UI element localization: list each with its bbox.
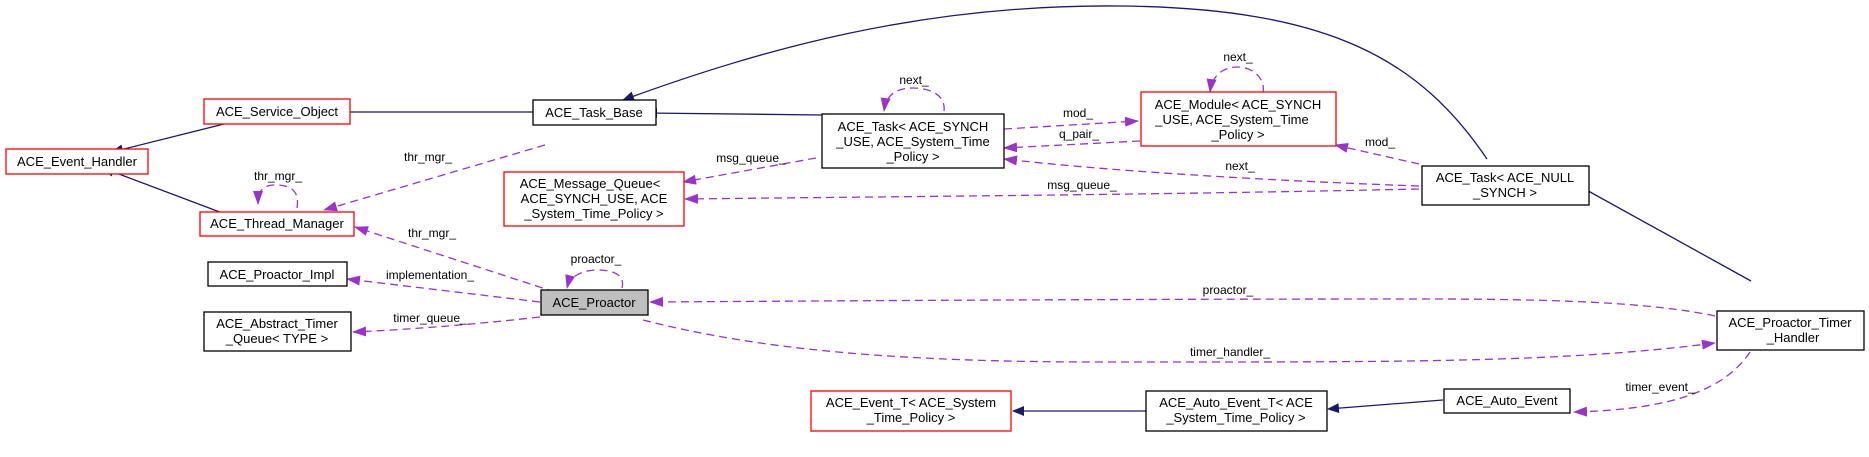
edge-proactor-to-proactor-timer-handler — [642, 319, 1716, 363]
node-ace-task-synch[interactable]: ACE_Task< ACE_SYNCH _USE, ACE_System_Tim… — [821, 113, 1005, 169]
edge-auto-event-to-auto-event-t — [1327, 399, 1444, 414]
label-msg-queue-task-synch: msg_queue_ — [716, 151, 786, 165]
label-thr-mgr-task-base: thr_mgr_ — [404, 150, 452, 164]
node-ace-task-synch-label-3: _Policy > — [885, 149, 939, 164]
node-ace-message-queue-label-1: ACE_Message_Queue< — [520, 176, 661, 191]
node-ace-auto-event-t-label-1: ACE_Auto_Event_T< ACE — [1159, 395, 1313, 410]
node-ace-task-null[interactable]: ACE_Task< ACE_NULL _SYNCH > — [1421, 165, 1590, 206]
node-ace-event-t-label-2: _Time_Policy > — [866, 410, 956, 425]
label-timer-queue: timer_queue_ — [393, 311, 467, 325]
edge-service-object-to-event-handler — [111, 121, 233, 155]
edge-labels: thr_mgr_ thr_mgr_ thr_mgr_ implementatio… — [254, 50, 1695, 394]
edge-task-null-to-task-base — [622, 5, 1488, 160]
node-ace-module-label-2: _USE, ACE_System_Time — [1154, 112, 1308, 127]
inheritance-edges — [102, 5, 1752, 416]
edge-proactor-self — [565, 269, 624, 289]
node-ace-event-handler[interactable]: ACE_Event_Handler — [5, 148, 149, 175]
node-ace-thread-manager[interactable]: ACE_Thread_Manager — [199, 211, 355, 237]
node-ace-task-null-label-1: ACE_Task< ACE_NULL — [1436, 170, 1574, 185]
node-ace-module[interactable]: ACE_Module< ACE_SYNCH _USE, ACE_System_T… — [1140, 91, 1337, 147]
label-next-task-synch-self: next_ — [899, 73, 929, 87]
node-ace-task-base[interactable]: ACE_Task_Base — [532, 99, 657, 126]
edge-task-synch-to-message-queue — [682, 157, 817, 185]
edge-task-null-to-module — [1334, 142, 1420, 165]
edge-module-self — [1206, 66, 1265, 94]
label-timer-handler: timer_handler_ — [1190, 345, 1270, 359]
edge-task-synch-to-task-base — [645, 108, 823, 119]
edge-proactor-timer-handler-to-proactor — [649, 296, 1716, 317]
node-ace-event-handler-label: ACE_Event_Handler — [17, 154, 138, 169]
edge-task-synch-self — [880, 87, 945, 112]
edge-proactor-timer-handler-to-auto-event — [1573, 351, 1751, 417]
label-mod-task-synch: mod_ — [1063, 106, 1093, 120]
label-msg-queue-task-null: msg_queue_ — [1047, 178, 1117, 192]
node-ace-proactor-impl-label: ACE_Proactor_Impl — [220, 267, 335, 282]
nodes: ACE_Event_Handler ACE_Service_Object ACE… — [5, 91, 1865, 432]
node-ace-task-null-label-2: _SYNCH > — [1472, 185, 1537, 200]
node-ace-service-object[interactable]: ACE_Service_Object — [203, 98, 351, 125]
node-ace-module-label-3: _Policy > — [1210, 127, 1264, 142]
node-ace-task-synch-label-1: ACE_Task< ACE_SYNCH — [838, 119, 989, 134]
node-ace-message-queue-label-3: _System_Time_Policy > — [523, 206, 663, 221]
usage-edges — [253, 66, 1751, 417]
label-proactor-timer-handler: proactor_ — [1203, 283, 1254, 297]
node-ace-proactor-impl[interactable]: ACE_Proactor_Impl — [207, 261, 348, 287]
node-ace-proactor-timer-handler-label-2: _Handler — [1766, 330, 1820, 345]
edge-task-synch-to-module — [1003, 116, 1139, 130]
edge-task-null-to-message-queue — [684, 188, 1420, 204]
node-ace-auto-event-label: ACE_Auto_Event — [1456, 393, 1558, 408]
node-ace-module-label-1: ACE_Module< ACE_SYNCH — [1155, 97, 1322, 112]
label-mod-task-null: mod_ — [1365, 135, 1395, 149]
edge-proactor-to-thread-manager — [354, 226, 556, 293]
node-ace-abstract-timer-queue-label-1: ACE_Abstract_Timer — [216, 316, 338, 331]
label-q-pair: q_pair_ — [1059, 127, 1099, 141]
node-ace-abstract-timer-queue-label-2: _Queue< TYPE > — [225, 331, 328, 346]
label-proactor-self: proactor_ — [571, 252, 622, 266]
edge-module-to-task-synch — [1003, 140, 1141, 153]
label-next-module-self: next_ — [1223, 50, 1253, 64]
node-ace-auto-event-t-label-2: _System_Time_Policy > — [1165, 410, 1305, 425]
edge-proactor-impl-to-event-handler — [102, 167, 234, 218]
edge-thread-manager-self — [253, 184, 299, 209]
edge-proactor-to-abstract-timer-queue — [352, 316, 541, 337]
node-ace-task-synch-label-2: _USE, ACE_System_Time — [835, 134, 989, 149]
node-ace-abstract-timer-queue[interactable]: ACE_Abstract_Timer _Queue< TYPE > — [203, 311, 352, 352]
node-ace-auto-event[interactable]: ACE_Auto_Event — [1443, 388, 1571, 414]
node-ace-auto-event-t[interactable]: ACE_Auto_Event_T< ACE _System_Time_Polic… — [1145, 390, 1328, 432]
node-ace-service-object-label: ACE_Service_Object — [216, 104, 338, 119]
node-ace-proactor-timer-handler-label-1: ACE_Proactor_Timer — [1728, 315, 1852, 330]
node-ace-proactor-label: ACE_Proactor — [552, 295, 636, 310]
label-thr-mgr-proactor: thr_mgr_ — [408, 226, 456, 240]
label-thr-mgr-self: thr_mgr_ — [254, 169, 302, 183]
node-ace-proactor-timer-handler[interactable]: ACE_Proactor_Timer _Handler — [1716, 310, 1865, 351]
node-ace-event-t-label-1: ACE_Event_T< ACE_System — [826, 395, 996, 410]
node-ace-task-base-label: ACE_Task_Base — [545, 105, 643, 120]
label-next-task-null: next_ — [1225, 159, 1255, 173]
edge-task-null-to-task-synch — [1003, 155, 1420, 187]
label-implementation: implementation_ — [386, 268, 474, 282]
node-ace-proactor[interactable]: ACE_Proactor — [540, 289, 649, 316]
node-ace-thread-manager-label: ACE_Thread_Manager — [210, 216, 344, 231]
node-ace-event-t[interactable]: ACE_Event_T< ACE_System _Time_Policy > — [810, 390, 1012, 432]
label-timer-event: timer_event_ — [1625, 380, 1695, 394]
node-ace-message-queue-label-2: ACE_SYNCH_USE, ACE — [521, 191, 668, 206]
node-ace-message-queue[interactable]: ACE_Message_Queue< ACE_SYNCH_USE, ACE _S… — [503, 171, 685, 227]
edge-proactor-to-proactor-impl — [346, 275, 541, 303]
